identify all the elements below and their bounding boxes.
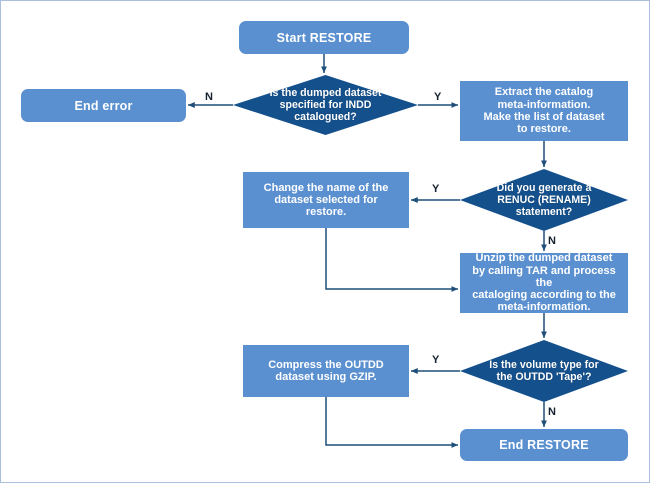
edge-label-y-renuc: Y <box>432 183 440 195</box>
edge-label-y-tape: Y <box>432 354 440 366</box>
node-end-restore[interactable]: End RESTORE <box>460 429 628 461</box>
node-label: End RESTORE <box>499 438 589 452</box>
edge-label-n-tape: N <box>548 406 556 418</box>
node-label: Compress the OUTDD dataset using GZIP. <box>268 358 384 383</box>
node-label: Unzip the dumped dataset by calling TAR … <box>472 252 616 314</box>
node-label: Extract the catalog meta-information. Ma… <box>483 86 605 136</box>
node-label: Start RESTORE <box>276 30 372 45</box>
node-end-error[interactable]: End error <box>21 89 186 122</box>
node-unzip-dumped-dataset[interactable]: Unzip the dumped dataset by calling TAR … <box>460 252 628 314</box>
node-label: End error <box>74 98 133 113</box>
node-change-name[interactable]: Change the name of the dataset selected … <box>243 172 409 228</box>
node-start-restore[interactable]: Start RESTORE <box>239 21 409 54</box>
decision-shape-volume-type <box>460 340 628 402</box>
node-extract-catalog[interactable]: Extract the catalog meta-information. Ma… <box>460 81 628 141</box>
node-label: Change the name of the dataset selected … <box>263 181 389 219</box>
connector-change-name-to-unzip <box>325 228 458 292</box>
edge-label-n-indd: N <box>205 91 213 103</box>
decision-shape-renuc-rename <box>460 169 628 231</box>
connector-compress-to-end-restore <box>325 397 458 448</box>
decision-shape-indd-catalogued <box>233 75 418 135</box>
edge-label-n-renuc: N <box>548 235 556 247</box>
edge-label-y-indd: Y <box>434 91 442 103</box>
node-compress-outdd[interactable]: Compress the OUTDD dataset using GZIP. <box>243 345 409 397</box>
